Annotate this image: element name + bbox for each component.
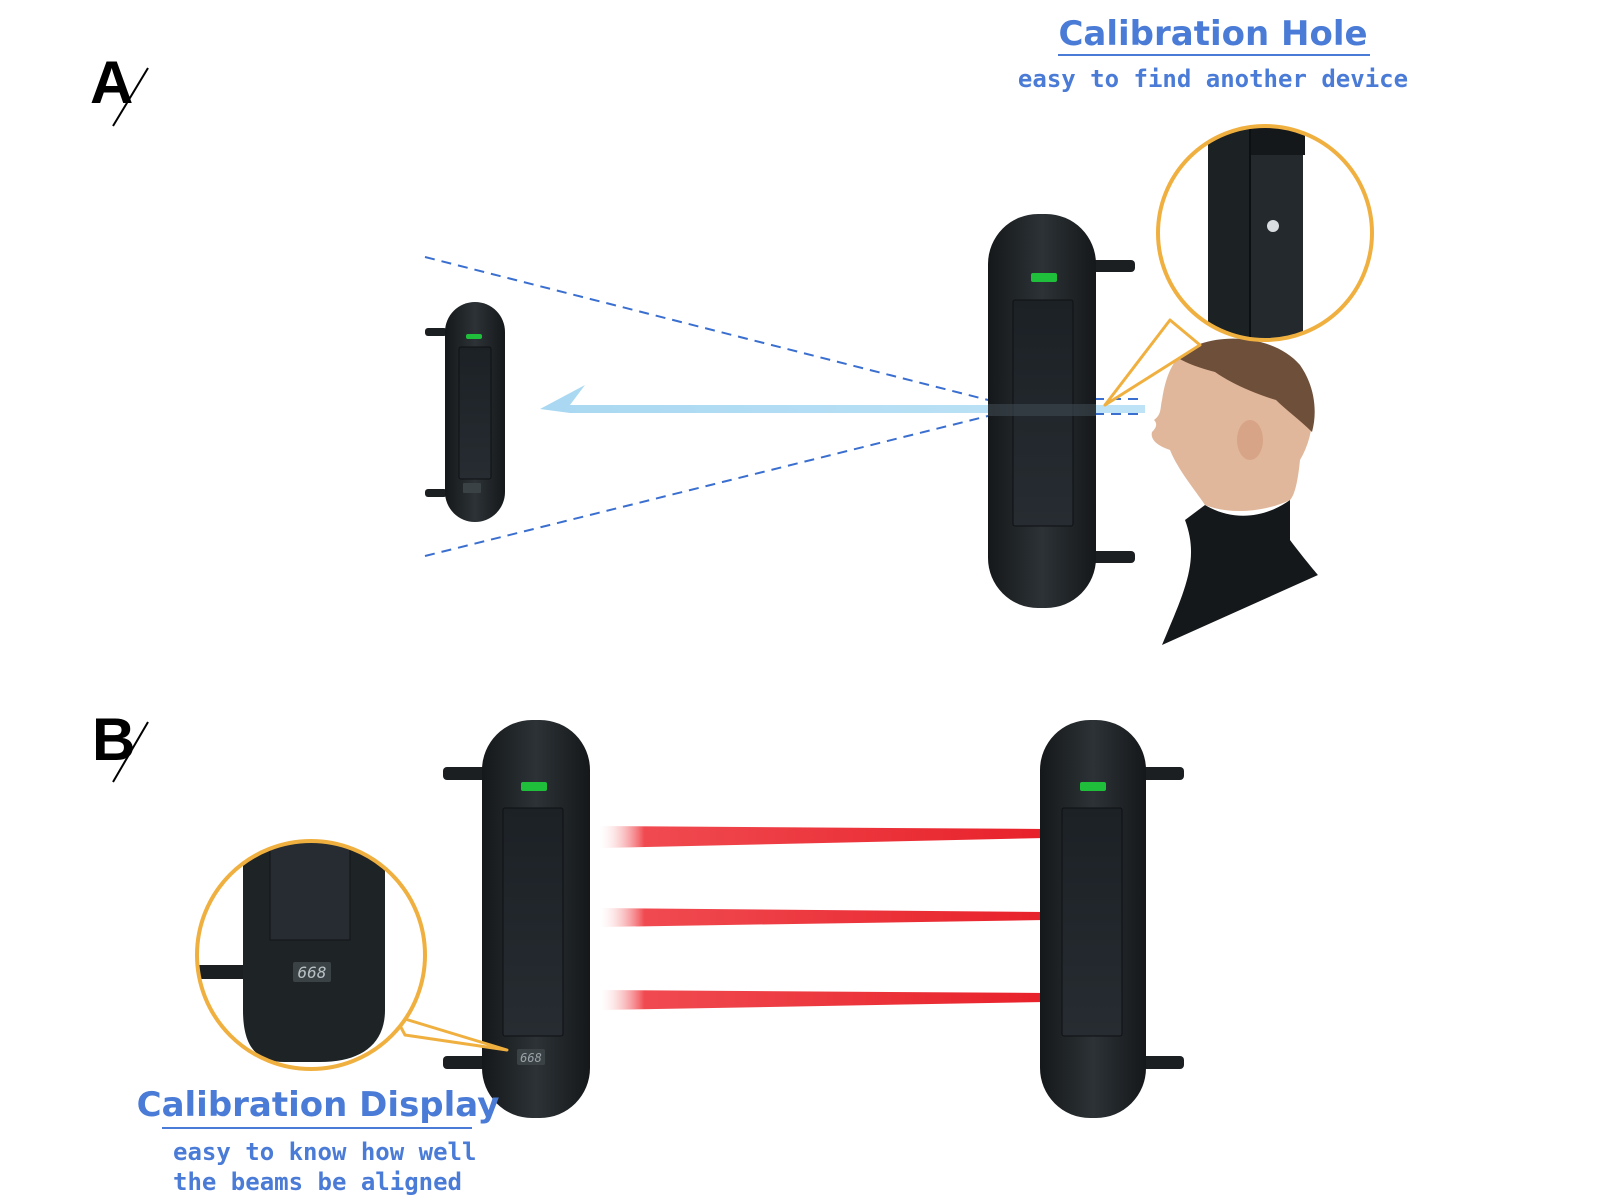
laser-beam-middle	[600, 908, 1045, 927]
sight-slot	[988, 404, 1096, 416]
calibration-display-title: Calibration Display	[137, 1085, 500, 1125]
person-silhouette	[1151, 338, 1318, 645]
left-device: 668	[443, 720, 590, 1118]
display-digits-zoom: 668	[298, 963, 327, 982]
solar-panel	[1061, 807, 1123, 1037]
zoom-ring	[195, 839, 427, 1071]
bubble-level-icon	[1031, 273, 1057, 282]
bubble-level-icon	[466, 334, 482, 339]
section-b-label: B	[92, 706, 135, 773]
calibration-display-callout: Calibration Display easy to know how wel…	[137, 1085, 500, 1196]
zoom-ring	[1156, 124, 1374, 342]
calibration-hole-subtitle: easy to find another device	[1018, 65, 1408, 93]
calibration-hole-zoom	[1103, 124, 1374, 407]
calibration-display-subtitle-2: the beams be aligned	[173, 1168, 462, 1196]
section-a: A	[90, 14, 1408, 645]
calibration-display-subtitle-1: easy to know how well	[173, 1138, 476, 1166]
mount-bracket	[1140, 767, 1184, 780]
section-b-slash	[112, 721, 149, 783]
calibration-hole-title: Calibration Hole	[1058, 14, 1367, 54]
solar-panel	[502, 807, 564, 1037]
callout-pointer	[1103, 318, 1202, 407]
calibration-hole-icon	[1267, 220, 1279, 232]
mount-bracket	[1090, 260, 1135, 272]
mount-bracket	[443, 1056, 487, 1069]
calibration-display-zoom: 668	[195, 839, 509, 1071]
mount-bracket	[1090, 551, 1135, 563]
section-a-slash	[112, 67, 149, 127]
mount-bracket	[1140, 1056, 1184, 1069]
upper-guide-line	[424, 256, 993, 402]
near-device	[988, 214, 1135, 608]
section-b: B 668	[92, 706, 1184, 1196]
far-device	[425, 302, 505, 522]
bubble-level-icon	[1080, 782, 1106, 791]
laser-beams	[600, 826, 1045, 1010]
mount-bracket	[425, 489, 447, 497]
mount-bracket	[443, 767, 487, 780]
calibration-display-icon	[293, 962, 331, 982]
right-device	[1040, 720, 1184, 1118]
solar-panel	[458, 346, 492, 480]
bubble-level-icon	[521, 782, 547, 791]
calibration-display-small	[517, 1049, 545, 1065]
calibration-hole-callout: Calibration Hole easy to find another de…	[1018, 14, 1408, 93]
lower-guide-line	[424, 414, 993, 557]
display-digits-small: 668	[520, 1051, 542, 1065]
mount-bracket	[425, 328, 447, 336]
calibration-display-small	[463, 483, 481, 493]
laser-beam-top	[600, 826, 1045, 848]
section-a-label: A	[90, 49, 133, 116]
laser-beam-bottom	[600, 990, 1045, 1010]
